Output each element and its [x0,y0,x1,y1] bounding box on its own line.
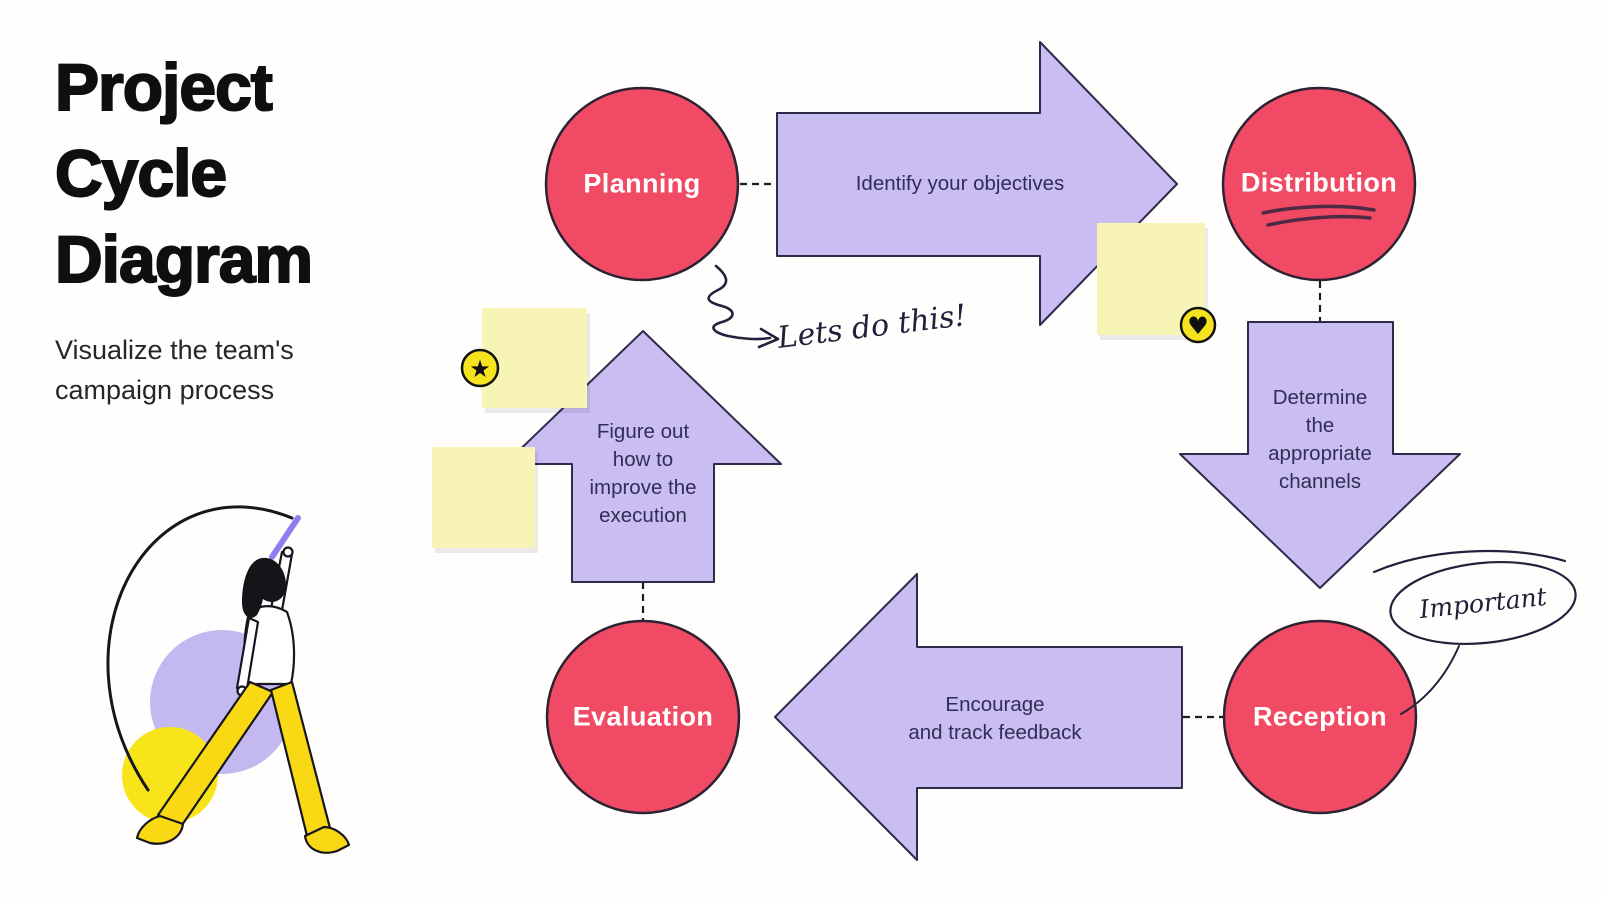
person-right-leg [269,680,333,842]
arrow-label-determine: Determine the appropriate channels [1268,386,1372,493]
person-hair [242,557,287,618]
illustration-wand [269,515,301,560]
node-distribution-circle [1221,86,1417,282]
distribution-underline-scribble [1261,204,1376,215]
badges: ★ ♥ [460,306,1217,388]
node-label-reception: Reception [1252,701,1388,732]
person-right-shoe [303,825,351,854]
dashed-connectors [641,182,1322,719]
page-title: Project Cycle Diagram [54,49,314,297]
arrow-down-determine-channels [1179,321,1461,589]
important-extra-stroke [1372,549,1567,574]
squiggle-arrow-head [757,327,780,349]
page-subtitle: Visualize the team's campaign process [55,335,294,405]
squiggle-arrow-line [707,264,772,341]
important-circle-scribble [1389,560,1577,646]
node-evaluation-circle [545,619,741,815]
node-reception-circle [1222,619,1418,815]
distribution-underline-scribble-2 [1266,214,1372,227]
star-icon: ★ [469,355,491,383]
arrow-label-figure: Figure out how to improve the execution [589,420,697,527]
sticky-note-2 [482,308,587,408]
illustration-arc [106,505,294,792]
heart-badge [1179,306,1217,344]
person-illustration [106,505,351,854]
arrow-left-encourage-feedback [774,573,1183,861]
arrow-label-identify: Identify your objectives [855,172,1065,195]
node-label-distribution: Distribution [1240,167,1398,198]
arrow-label-encourage: Encourage and track feedback [908,693,1082,744]
node-label-planning: Planning [583,168,701,199]
person-left-shoe [135,814,185,845]
sticky-note-3 [432,447,535,548]
heart-icon: ♥ [1187,312,1209,340]
node-planning-circle [544,86,740,282]
important-pointer-line [1400,645,1460,715]
person-hand [282,546,294,558]
star-badge [460,348,500,388]
node-label-evaluation: Evaluation [572,701,714,732]
